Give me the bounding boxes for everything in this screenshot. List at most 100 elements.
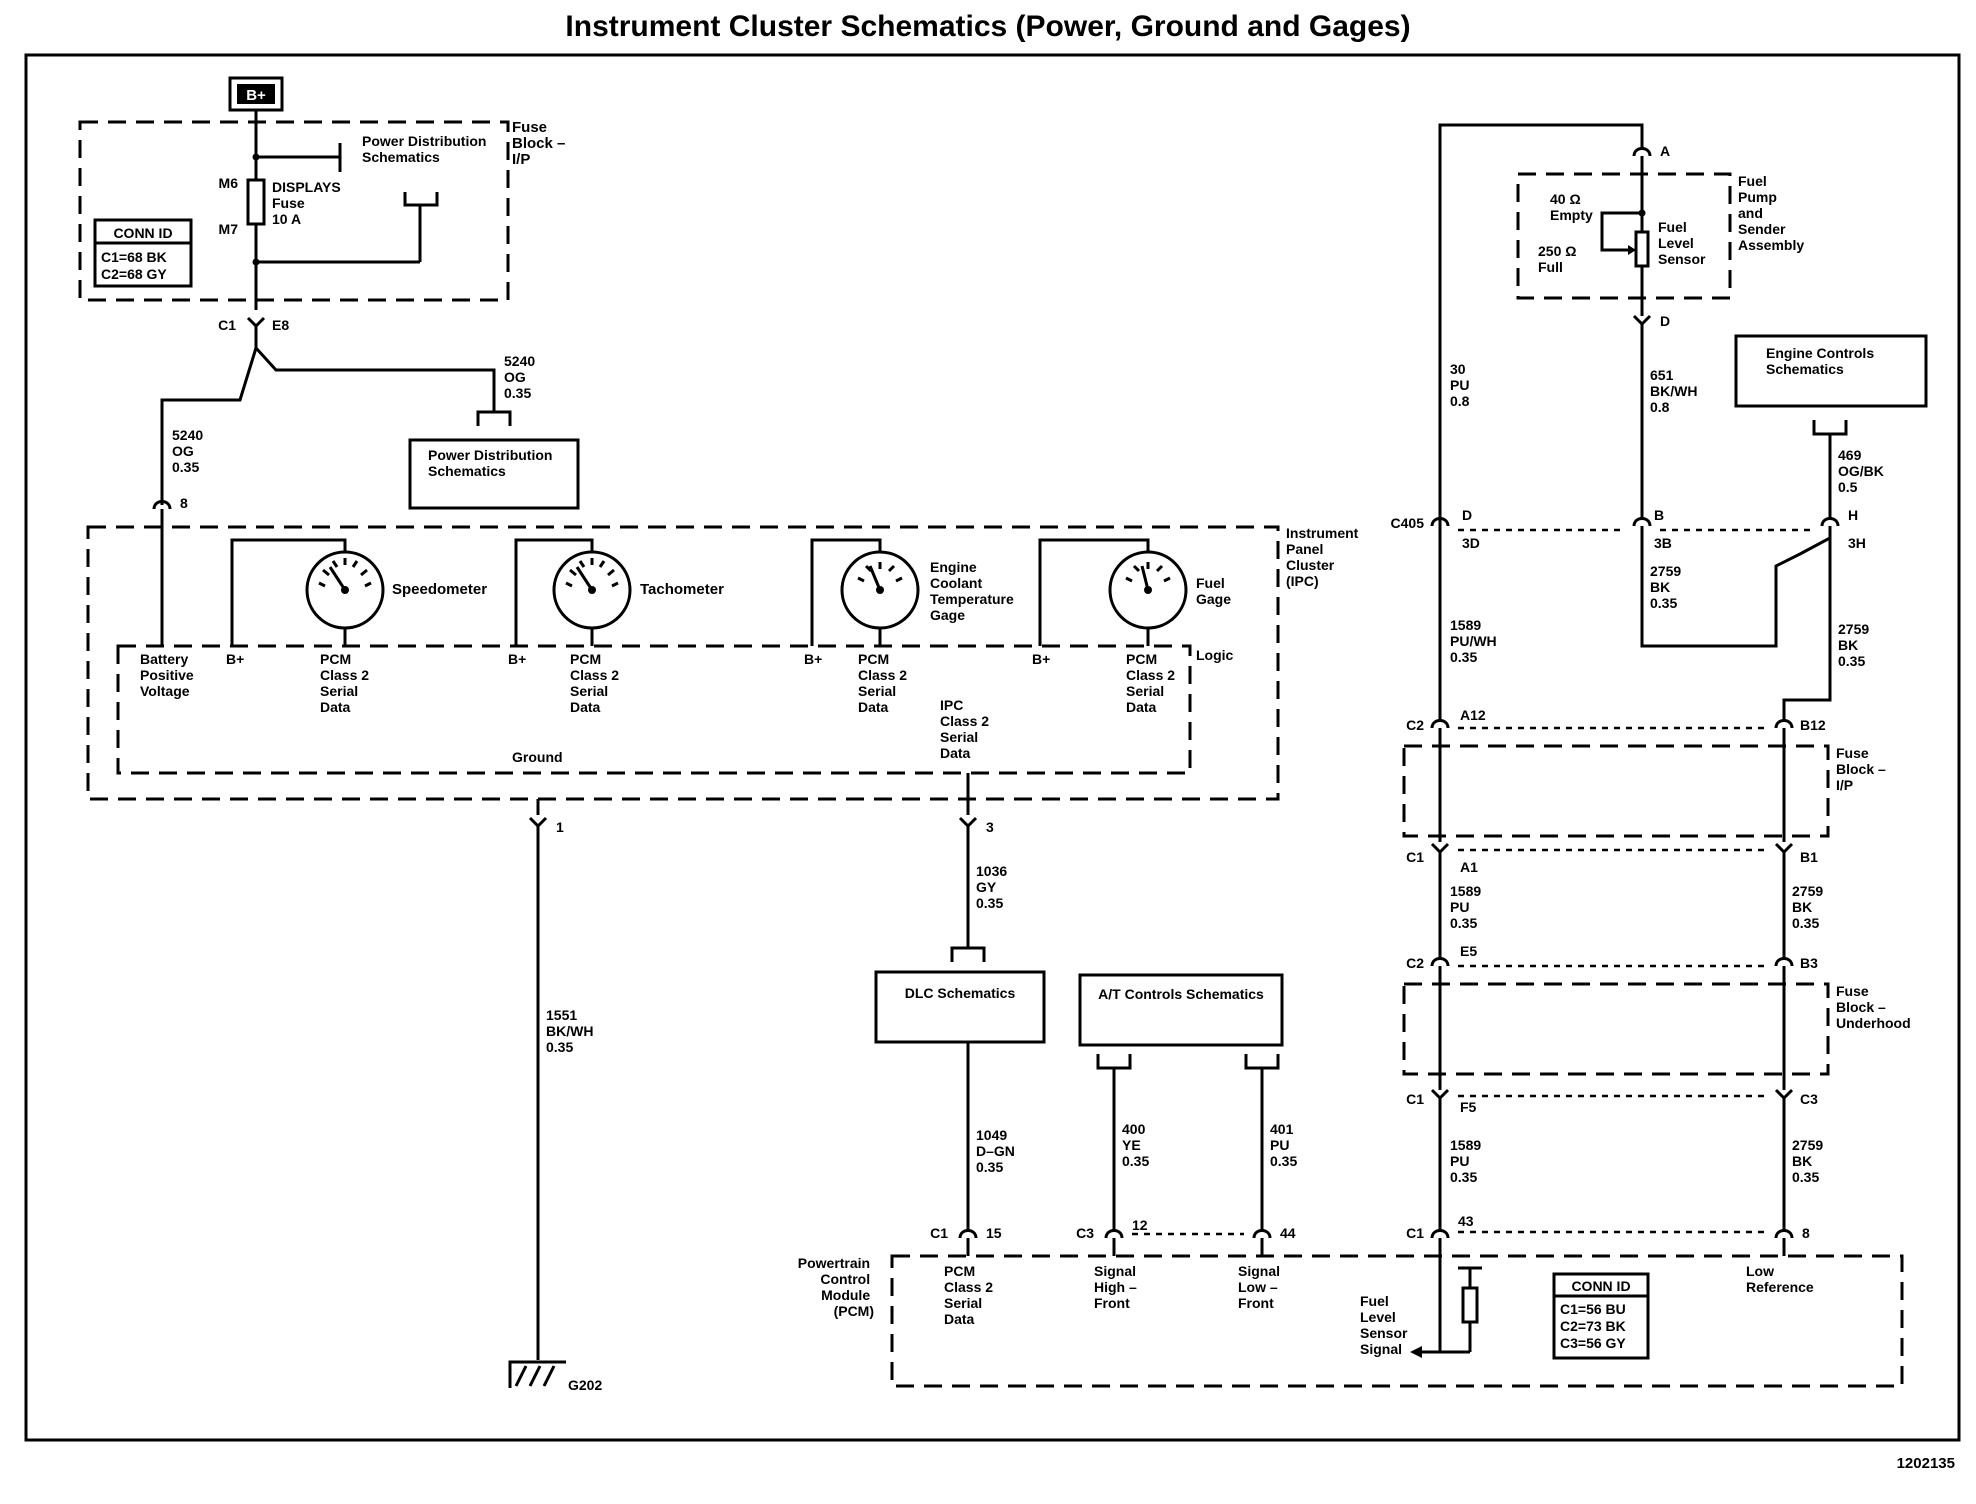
wire-label-1589a: 1589 PU/WH 0.35 xyxy=(1450,617,1501,665)
pin-8-pcm: 8 xyxy=(1802,1225,1810,1241)
c405-3b: 3B xyxy=(1654,535,1672,551)
dlc-box xyxy=(874,970,1046,1044)
speedometer-label: Speedometer xyxy=(392,581,487,598)
connector-c2-a12 xyxy=(1430,719,1450,730)
coolant-gauge-label: Engine Coolant Temperature Gage xyxy=(930,559,1018,623)
tachometer-label: Tachometer xyxy=(640,581,724,598)
engine-controls-box xyxy=(1734,334,1928,408)
dlc-box-label: DLC Schematics xyxy=(905,985,1016,1001)
conn-id-title: CONN ID xyxy=(1571,1278,1630,1294)
fuel-gauge-ticks xyxy=(1125,562,1171,583)
connector-c405-b xyxy=(1632,517,1652,528)
pin-b12: B12 xyxy=(1800,717,1826,733)
ipc-logic-label: Logic xyxy=(1196,647,1234,663)
coolant-gauge-hub xyxy=(876,586,884,594)
connector-c2-e5 xyxy=(1430,957,1450,968)
speedometer-ticks xyxy=(318,558,372,588)
ipc-label: Instrument Panel Cluster (IPC) xyxy=(1286,525,1362,589)
wire-label-5240b: 5240 OG 0.35 xyxy=(504,353,539,401)
wire-label-1589c: 1589 PU 0.35 xyxy=(1450,1137,1485,1185)
pin-12: 12 xyxy=(1132,1217,1148,1233)
wire-label-1551: 1551 BK/WH 0.35 xyxy=(546,1007,597,1055)
at-controls-label: A/T Controls Schematics xyxy=(1098,986,1264,1002)
pin-3: 3 xyxy=(986,819,994,835)
connector-stub xyxy=(950,946,986,962)
pin-m6: M6 xyxy=(219,175,239,191)
connector-pcm-44 xyxy=(1252,1229,1272,1240)
fuse-block-ip-right-border xyxy=(1402,744,1830,838)
conn-c1: C1 xyxy=(218,317,236,333)
bplus-coolant: B+ xyxy=(804,651,822,667)
wire-label-2759a: 2759 BK 0.35 xyxy=(1650,563,1685,611)
conn-id-line: C1=56 BU xyxy=(1560,1301,1626,1317)
conn-id-line: C2=73 BK xyxy=(1560,1318,1626,1334)
power-dist-box xyxy=(408,438,580,510)
wire-label-651: 651 BK/WH 0.8 xyxy=(1650,367,1701,415)
pin-e8: E8 xyxy=(272,317,289,333)
fuse-block-ip-label: Fuse Block – I/P xyxy=(512,119,570,168)
connector-c1-f5 xyxy=(1430,1088,1450,1100)
fuel-empty-label: 40 Ω Empty xyxy=(1550,191,1593,223)
connector-stub xyxy=(1096,1054,1132,1070)
ground-symbol xyxy=(508,1360,566,1388)
c405-b: B xyxy=(1654,507,1664,523)
pcm-data-coolant: PCM Class 2 Serial Data xyxy=(858,651,911,715)
fuel-gauge-needle xyxy=(1140,565,1150,591)
connector-c2-b12 xyxy=(1774,719,1794,730)
wire-label-1589b: 1589 PU 0.35 xyxy=(1450,883,1485,931)
pin-b1: B1 xyxy=(1800,849,1818,865)
signal-high-label: Signal High – Front xyxy=(1094,1263,1141,1311)
ground-label: G202 xyxy=(568,1377,602,1393)
doc-number: 1202135 xyxy=(1897,1455,1955,1472)
fuel-sensor-signal-label: Fuel Level Sensor Signal xyxy=(1360,1293,1411,1357)
displays-fuse-label: DISPLAYS Fuse 10 A xyxy=(272,179,345,227)
c405-h: H xyxy=(1848,507,1858,523)
wire-label-401: 401 PU 0.35 xyxy=(1270,1121,1297,1169)
c405-3d: 3D xyxy=(1462,535,1480,551)
connector-stub xyxy=(1812,420,1848,436)
pcm-c1: C1 xyxy=(930,1225,948,1241)
pin-44: 44 xyxy=(1280,1225,1296,1241)
resistor-icon xyxy=(1461,1286,1479,1324)
arrow-icon xyxy=(1628,245,1636,255)
fuel-gauge-hub xyxy=(1144,586,1152,594)
wire-fuelgauge-bplus xyxy=(1038,538,1150,646)
pin-a12: A12 xyxy=(1460,707,1486,723)
wire-label-469: 469 OG/BK 0.5 xyxy=(1838,447,1888,495)
fuse-block-ip-right-label: Fuse Block – I/P xyxy=(1836,745,1890,793)
displays-fuse-icon xyxy=(246,178,266,226)
connector-c1-b1 xyxy=(1774,842,1794,854)
conn-id-title: CONN ID xyxy=(113,225,172,241)
conn-c1b: C1 xyxy=(1406,1091,1424,1107)
pin-f5: F5 xyxy=(1460,1099,1477,1115)
pcm-class2-label: PCM Class 2 Serial Data xyxy=(944,1263,997,1327)
coolant-gauge-ticks xyxy=(857,562,903,583)
pin-43: 43 xyxy=(1458,1213,1474,1229)
pin-15: 15 xyxy=(986,1225,1002,1241)
ipc-data-label: IPC Class 2 Serial Data xyxy=(940,697,993,761)
conn-id-line: C1=68 BK xyxy=(101,249,167,265)
connector-stub xyxy=(476,410,512,426)
wire-speedo-bplus xyxy=(230,538,347,646)
c405-d: D xyxy=(1462,507,1472,523)
pcm-data-speedo: PCM Class 2 Serial Data xyxy=(320,651,373,715)
wire-label-400: 400 YE 0.35 xyxy=(1122,1121,1149,1169)
connector-pin-a xyxy=(1632,147,1652,158)
fuse-block-underhood-border xyxy=(1402,982,1830,1076)
wire-30 xyxy=(1438,123,1644,545)
conn-c1a: C1 xyxy=(1406,849,1424,865)
engine-controls-label: Engine Controls Schematics xyxy=(1766,345,1878,377)
c405-3h: 3H xyxy=(1848,535,1866,551)
connector-pin1 xyxy=(528,816,548,828)
pcm-c3: C3 xyxy=(1076,1225,1094,1241)
pcm-label: Powertrain Control Module (PCM) xyxy=(798,1255,874,1319)
battery-label: B+ xyxy=(246,87,266,104)
pin-1: 1 xyxy=(556,819,564,835)
connector-pcm-8 xyxy=(1774,1229,1794,1240)
wire-tach-bplus xyxy=(514,538,594,646)
connector-c405-h xyxy=(1820,517,1840,528)
wire-label-2759b: 2759 BK 0.35 xyxy=(1838,621,1873,669)
pin-8: 8 xyxy=(180,495,188,511)
pin-e5: E5 xyxy=(1460,943,1477,959)
